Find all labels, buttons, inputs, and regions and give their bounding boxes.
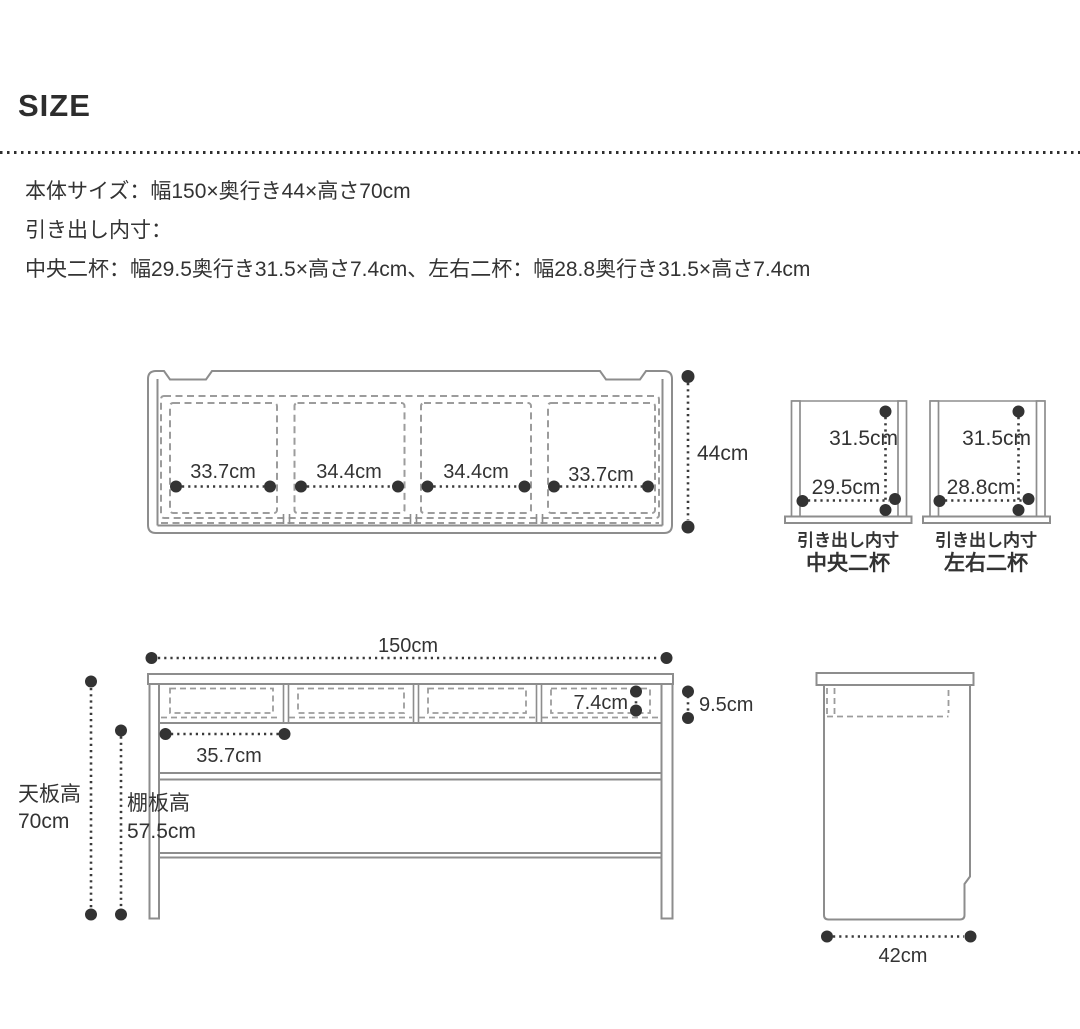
- front-shelf-lines: [159, 852, 662, 859]
- side-body-outline: [823, 684, 971, 921]
- dim-label-drawer-width-2: 34.4cm: [316, 461, 382, 483]
- dim-label-width: 150cm: [378, 635, 438, 657]
- drawer-cavity-1: [169, 402, 278, 514]
- dim-label-drawer-width-1: 33.7cm: [190, 461, 256, 483]
- drawer-inner-center-diagram: 31.5cm 29.5cm 引き出し内寸 中央二杯: [784, 400, 913, 575]
- top-view-diagram: 33.7cm 34.4cm 34.4cm 33.7cm 44cm: [147, 370, 748, 534]
- dim-label-drawer-section-height: 9.5cm: [699, 694, 753, 716]
- dim-lr-depth: 31.5cm: [962, 405, 1031, 516]
- dim-label-center-depth: 31.5cm: [829, 427, 898, 450]
- dim-label-drawer-front-width: 35.7cm: [196, 745, 262, 767]
- dim-center-depth: 31.5cm: [829, 405, 898, 516]
- dim-label-lr-depth: 31.5cm: [962, 427, 1031, 450]
- dim-drawer-width-3: 34.4cm: [421, 461, 531, 493]
- front-drawer-dashed-1: [169, 687, 274, 714]
- front-drawer-dashed-3: [427, 687, 527, 714]
- front-left-leg: [148, 684, 160, 920]
- front-view-diagram: 150cm 7.4cm 9.5cm: [18, 635, 753, 921]
- dim-drawer-front-width: 35.7cm: [159, 728, 291, 767]
- front-drawer-dashed-4: [550, 687, 651, 714]
- dim-label-drawer-width-4: 33.7cm: [568, 464, 634, 486]
- side-drawer-dashed: [826, 688, 950, 718]
- drawer-center-caption-2: 中央二杯: [806, 552, 890, 575]
- dim-depth-42: 42cm: [821, 930, 977, 967]
- drawer-lr-right-wall: [1035, 400, 1046, 518]
- dim-shelf-height: 棚板高 57.5cm: [115, 724, 196, 921]
- top-view-inner-edges: [156, 379, 664, 527]
- spec-line-drawer-sizes: 中央二杯：幅29.5奥行き31.5×高さ7.4cm、左右二杯：幅28.8奥行き3…: [25, 258, 811, 281]
- front-apron-lines: [159, 772, 662, 781]
- dim-label-shelf-height-value: 57.5cm: [127, 820, 196, 843]
- dim-drawer-width-1: 33.7cm: [170, 461, 276, 493]
- dim-label-lr-width: 28.8cm: [947, 476, 1016, 499]
- dim-lr-width: 28.8cm: [933, 476, 1035, 507]
- drawer-lr-base: [922, 515, 1051, 524]
- dim-drawer-width-4: 33.7cm: [548, 464, 654, 493]
- drawer-cavity-3: [420, 402, 532, 514]
- dim-center-width: 29.5cm: [796, 476, 901, 507]
- drawer-center-base: [784, 515, 913, 524]
- dim-label-drawer-inner-height: 7.4cm: [574, 692, 628, 714]
- dim-drawer-width-2: 34.4cm: [295, 461, 404, 493]
- dim-label-drawer-width-3: 34.4cm: [443, 461, 509, 483]
- dim-label-shelf-height-name: 棚板高: [127, 792, 190, 815]
- front-top-plate: [147, 673, 674, 685]
- side-view-diagram: 42cm: [815, 672, 977, 967]
- dim-label-center-width: 29.5cm: [812, 476, 881, 499]
- side-top-plate: [815, 672, 975, 686]
- spec-text-block: 本体サイズ：幅150×奥行き44×高さ70cm 引き出し内寸： 中央二杯：幅29…: [25, 172, 1065, 289]
- page-title: SIZE: [18, 88, 91, 123]
- dim-width-150: 150cm: [145, 635, 673, 664]
- front-right-leg: [660, 684, 674, 920]
- dim-desk-height: 天板高 70cm: [18, 675, 97, 921]
- top-view-outline: [147, 370, 673, 534]
- dotted-divider: [0, 151, 1080, 154]
- drawer-cavity-4: [547, 402, 656, 514]
- dim-drawer-section-height: 9.5cm: [682, 685, 753, 724]
- drawer-lr-caption-1: 引き出し内寸: [935, 530, 1037, 550]
- dim-depth-44: 44cm: [681, 370, 748, 534]
- dim-drawer-inner-height: 7.4cm: [574, 685, 642, 717]
- cavity-divider-ticks: [282, 514, 544, 524]
- drawer-lr-caption-2: 左右二杯: [944, 551, 1028, 575]
- drawer-cavity-2: [293, 402, 406, 514]
- front-drawer-dashed-2: [297, 687, 405, 714]
- dim-label-depth: 44cm: [697, 442, 748, 465]
- spec-line-body-size: 本体サイズ：幅150×奥行き44×高さ70cm: [25, 180, 411, 203]
- front-drawer-dividers: [282, 684, 543, 723]
- dim-label-desk-height-name: 天板高: [18, 783, 81, 806]
- dim-label-side-depth: 42cm: [879, 945, 928, 967]
- spec-line-drawer-title: 引き出し内寸：: [25, 219, 172, 242]
- drawer-center-caption-1: 引き出し内寸: [797, 530, 899, 550]
- dim-label-desk-height-value: 70cm: [18, 810, 69, 833]
- drawer-inner-lr-diagram: 31.5cm 28.8cm 引き出し内寸 左右二杯: [922, 400, 1051, 575]
